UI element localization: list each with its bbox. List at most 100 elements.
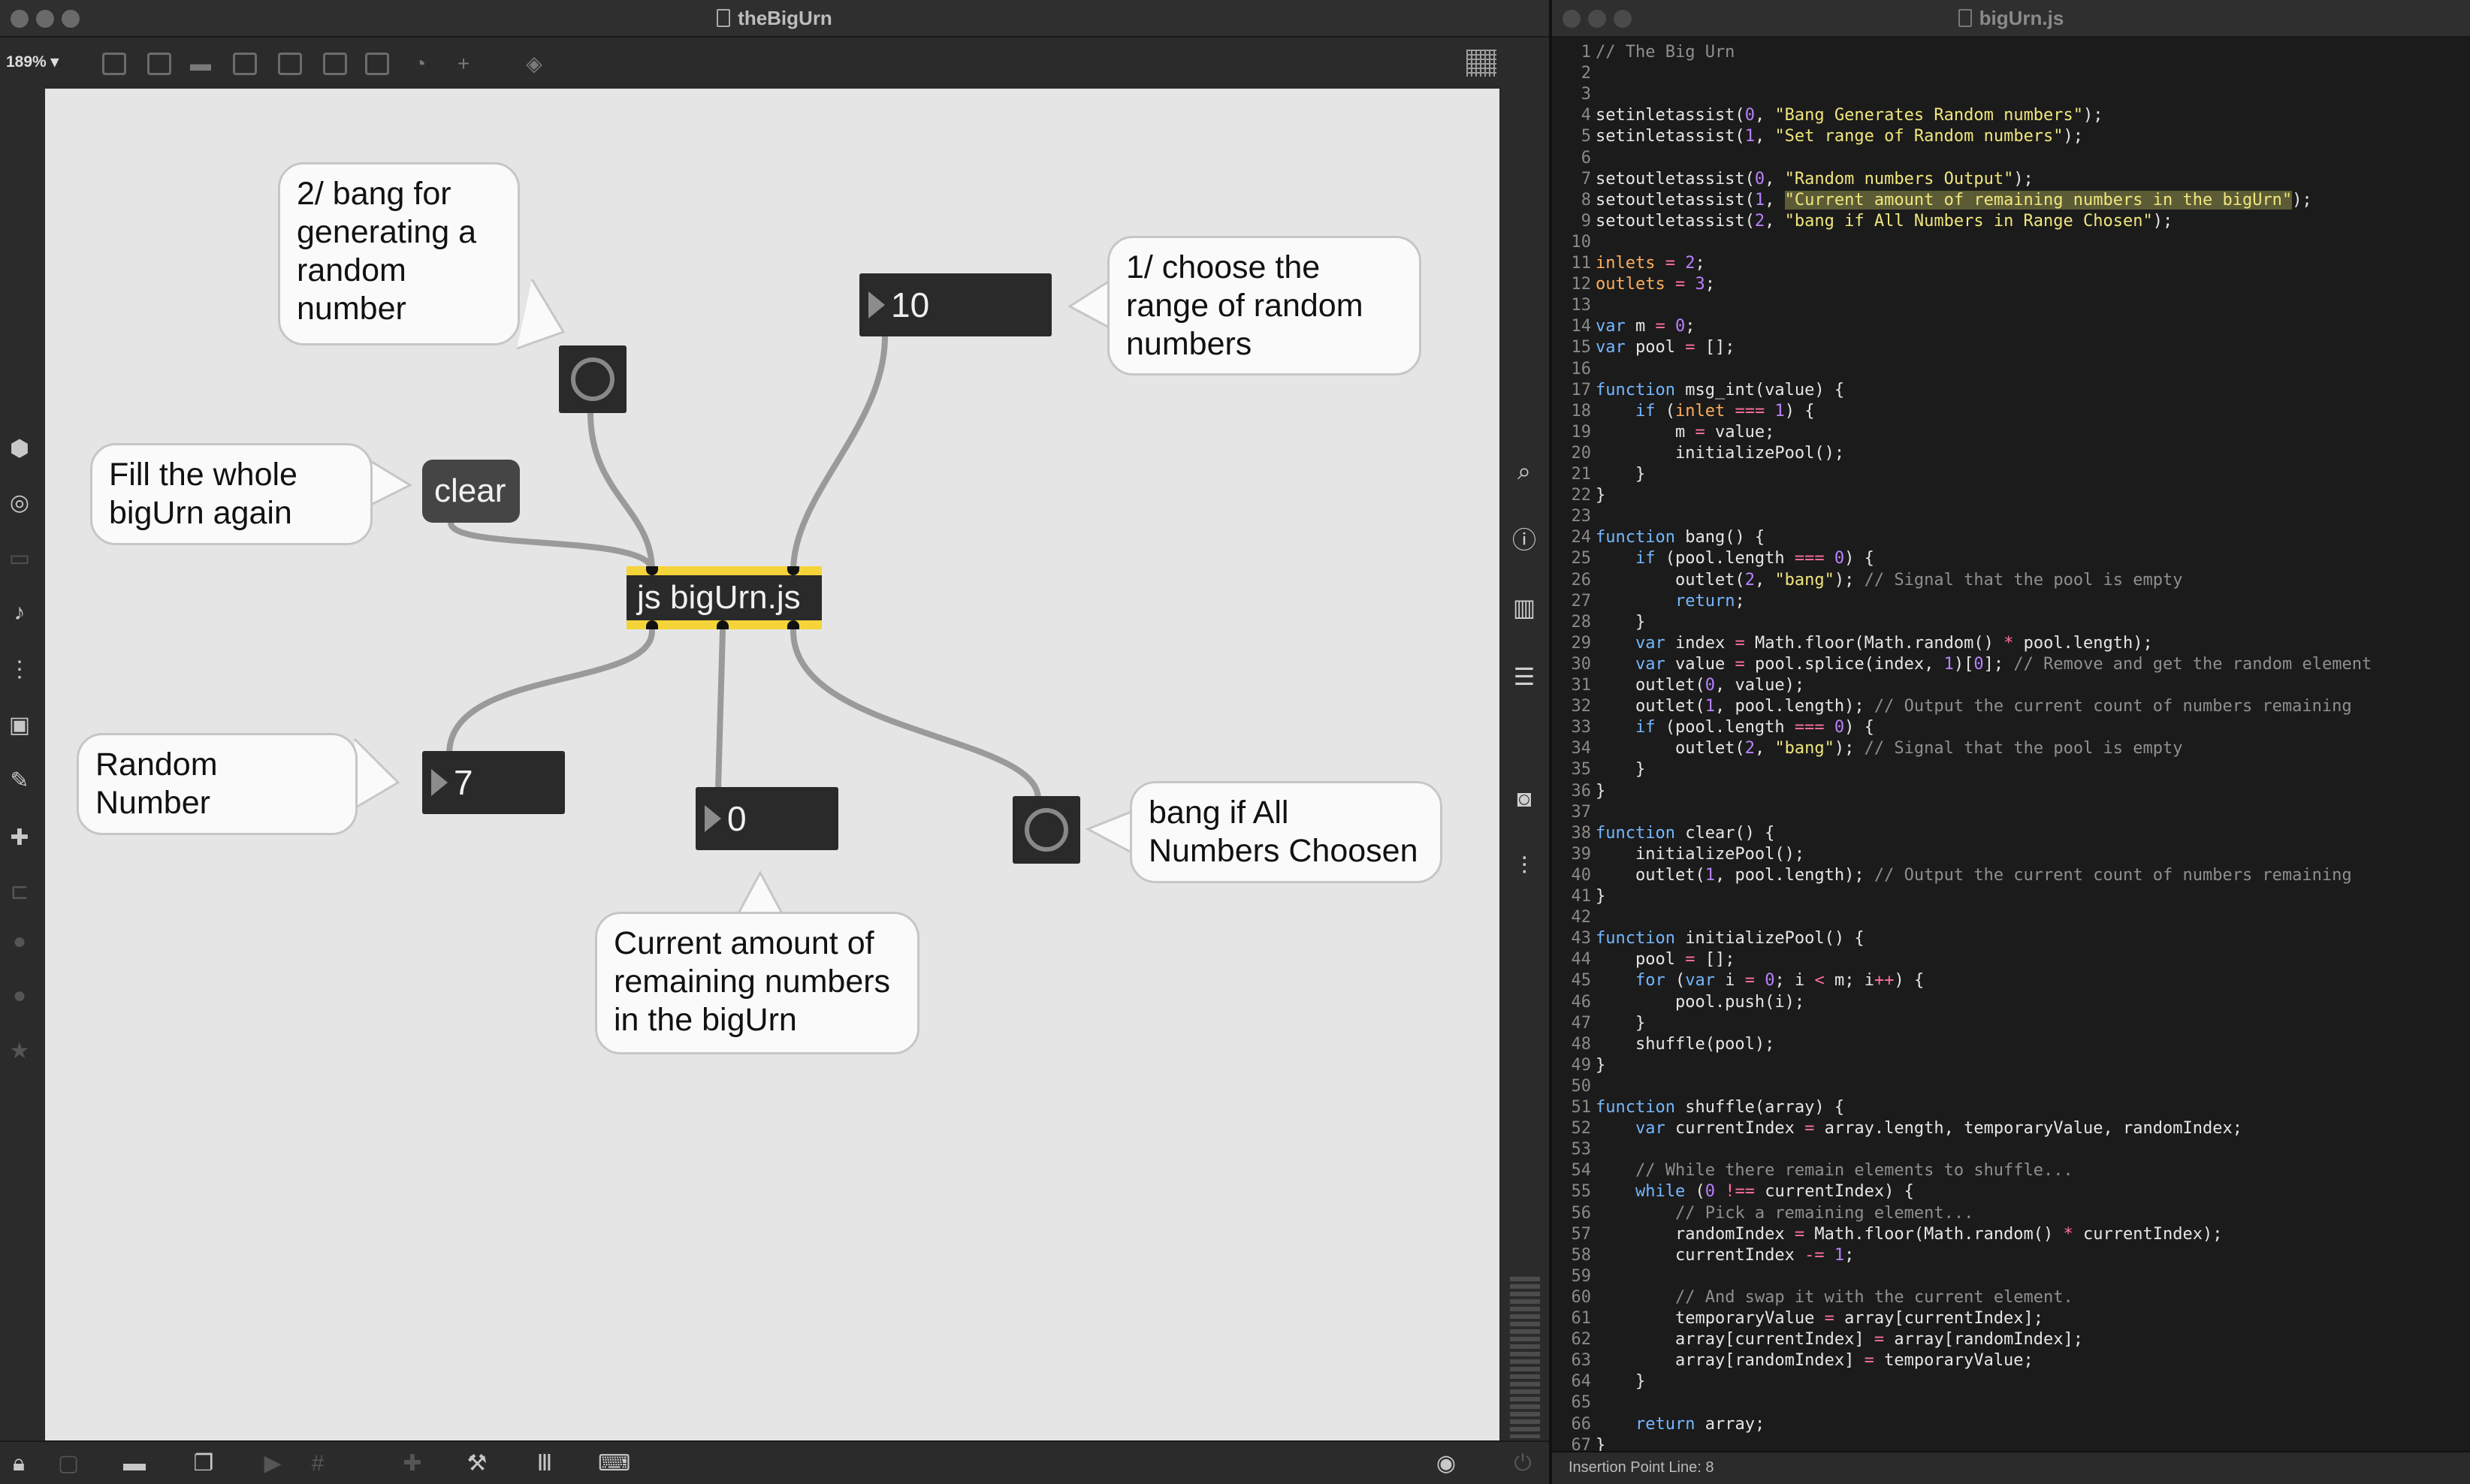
code-line[interactable]: 31 outlet(0, value); [1552,675,1805,696]
code-line[interactable]: 22} [1552,485,1606,506]
cord-js-to-bang-out[interactable] [790,628,1041,802]
comment-icon[interactable]: ▬ [190,52,211,75]
paperclip-icon[interactable]: ✎ [10,768,29,793]
bpatcher-icon[interactable]: ● [12,983,27,1008]
code-line[interactable]: 36} [1552,781,1606,802]
cord-bang-to-js[interactable] [587,410,655,574]
target-icon[interactable]: ◎ [9,490,30,515]
code-line[interactable]: 1// The Big Urn [1552,42,1735,63]
info-icon[interactable]: ⓘ [1511,526,1536,553]
code-line[interactable]: 40 outlet(1, pool.length); // Output the… [1552,865,2352,886]
star-icon[interactable]: ★ [9,1039,30,1063]
minimize-window-button[interactable] [36,10,54,28]
code-line[interactable]: 2 [1552,63,1596,84]
code-line[interactable]: 53 [1552,1139,1596,1160]
minimize-window-button[interactable] [1588,10,1606,28]
wrench-icon[interactable]: ⚒ [467,1451,488,1476]
code-line[interactable]: 20 initializePool(); [1552,443,1845,464]
code-line[interactable]: 25 if (pool.length === 0) { [1552,548,1874,569]
js-inlet-1[interactable] [787,566,799,575]
audio-power-icon[interactable]: ⏻ [1514,1451,1532,1476]
reference-book-icon[interactable]: ▥ [1512,594,1536,621]
code-line[interactable]: 65 [1552,1392,1596,1413]
new-message-icon[interactable] [147,53,171,75]
transport-play-icon[interactable]: ◉ [1436,1451,1457,1476]
plug-icon[interactable]: ✚ [10,825,29,850]
code-line[interactable]: 52 var currentIndex = array.length, temp… [1552,1118,2242,1139]
code-line[interactable]: 49} [1552,1055,1606,1076]
code-line[interactable]: 66 return array; [1552,1414,1765,1435]
presentation-mode-icon[interactable]: ▢ [57,1451,80,1476]
code-line[interactable]: 58 currentIndex -= 1; [1552,1245,1855,1266]
debug-icon[interactable]: ✚ [403,1451,422,1476]
zoom-dropdown[interactable]: 189% ▾ [6,53,59,71]
range-number-box[interactable]: 10 [859,273,1052,336]
code-line[interactable]: 45 for (var i = 0; i < m; i++) { [1552,970,1925,991]
js-outlet-1[interactable] [717,620,729,629]
js-outlet-0[interactable] [646,620,658,629]
package-icon[interactable]: ⬢ [9,436,30,461]
clear-message-box[interactable]: clear [422,460,520,523]
code-line[interactable]: 61 temporaryValue = array[currentIndex]; [1552,1308,2044,1329]
code-line[interactable]: 37 [1552,802,1596,823]
code-line[interactable]: 46 pool.push(i); [1552,992,1805,1013]
code-line[interactable]: 56 // Pick a remaining element... [1552,1203,1974,1224]
close-window-button[interactable] [11,10,29,28]
code-line[interactable]: 13 [1552,295,1596,316]
js-outlet-2[interactable] [787,620,799,629]
comment-fill[interactable]: Fill the whole bigUrn again [90,443,373,545]
mixer-icon[interactable]: ⫶ [1520,852,1527,879]
grid-icon[interactable] [1466,50,1496,77]
music-note-icon[interactable]: ♪ [14,600,26,625]
code-line[interactable]: 27 return; [1552,591,1745,612]
code-line[interactable]: 34 outlet(2, "bang"); // Signal that the… [1552,738,2183,759]
number-icon[interactable] [323,53,347,75]
bang-icon[interactable] [278,53,302,75]
code-line[interactable]: 50 [1552,1076,1596,1097]
new-view-icon[interactable]: ❐ [193,1451,214,1476]
toggle-icon[interactable] [233,53,257,75]
connector-icon[interactable]: ⊏ [10,879,29,904]
code-line[interactable]: 21 } [1552,464,1646,485]
code-line[interactable]: 39 initializePool(); [1552,844,1805,865]
slider-icon[interactable] [365,53,389,75]
code-line[interactable]: 60 // And swap it with the current eleme… [1552,1287,2073,1308]
close-window-button[interactable] [1563,10,1581,28]
dial-icon[interactable]: ◔ [413,52,427,75]
code-line[interactable]: 6 [1552,148,1596,169]
code-line[interactable]: 64 } [1552,1371,1646,1392]
search-icon[interactable]: ⌕ [1517,457,1531,484]
code-line[interactable]: 10 [1552,232,1596,253]
zoom-window-button[interactable] [1614,10,1632,28]
snapshot-camera-icon[interactable]: ◙ [1517,785,1532,812]
code-line[interactable]: 63 array[randomIndex] = temporaryValue; [1552,1350,2034,1371]
code-line[interactable]: 26 outlet(2, "bang"); // Signal that the… [1552,570,2183,591]
grid-toggle-icon[interactable]: # [311,1451,325,1476]
new-object-icon[interactable] [102,53,126,75]
code-line[interactable]: 29 var index = Math.floor(Math.random() … [1552,633,2153,654]
bang-input-object[interactable] [559,345,627,413]
code-line[interactable]: 57 randomIndex = Math.floor(Math.random(… [1552,1224,2223,1245]
js-inlet-0[interactable] [646,566,658,575]
code-line[interactable]: 47 } [1552,1013,1646,1034]
cord-js-to-random[interactable] [446,628,655,757]
lock-icon[interactable]: 🔒︎ [13,1451,25,1476]
bang-output-object[interactable] [1013,796,1080,864]
piano-icon[interactable]: Ⅲ [536,1451,553,1476]
code-line[interactable]: 16 [1552,359,1596,380]
code-line[interactable]: 67} [1552,1435,1606,1451]
code-line[interactable]: 54 // While there remain elements to shu… [1552,1160,2073,1181]
